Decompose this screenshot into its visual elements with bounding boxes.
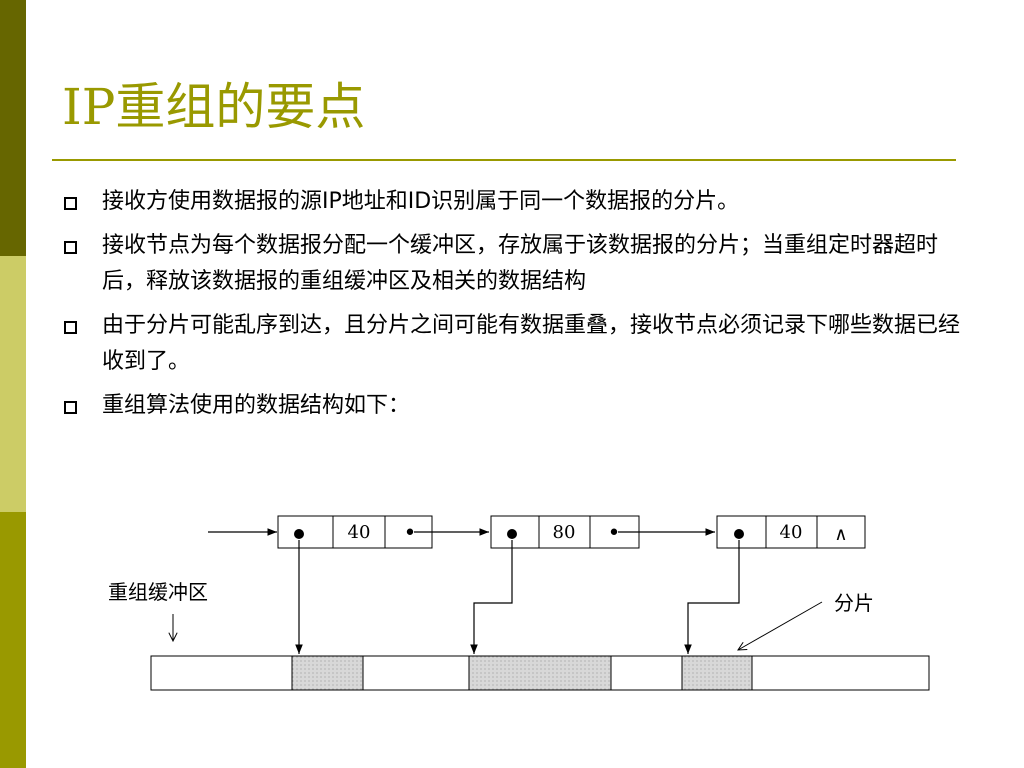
- bullet-text: 由于分片可能乱序到达，且分片之间可能有数据重叠，接收节点必须记录下哪些数据已经收…: [102, 313, 961, 374]
- bullet-item: 接收方使用数据报的源IP地址和ID识别属于同一个数据报的分片。: [62, 184, 962, 220]
- fragment-pointer-arrow: [470, 540, 513, 654]
- fragment-pointer-arrow: [684, 540, 740, 654]
- bullet-square-icon: [64, 321, 77, 334]
- buffer-fragment: [468, 655, 612, 691]
- bullet-text: 接收方使用数据报的源IP地址和ID识别属于同一个数据报的分片。: [102, 189, 740, 214]
- data-pointer-dot: [507, 529, 517, 539]
- node-value: 40: [348, 522, 371, 543]
- reassembly-buffer: [150, 655, 930, 691]
- side-bar-middle: [0, 256, 26, 512]
- fragment-label-arrow: [738, 601, 823, 650]
- bullet-square-icon: [64, 197, 77, 210]
- bullet-item: 重组算法使用的数据结构如下：: [62, 388, 962, 424]
- list-node: 40 ∧: [716, 515, 866, 549]
- null-pointer-symbol: ∧: [834, 524, 847, 545]
- bullet-item: 由于分片可能乱序到达，且分片之间可能有数据重叠，接收节点必须记录下哪些数据已经收…: [62, 308, 962, 380]
- list-node: 80 •: [490, 515, 640, 549]
- buffer-fragment: [291, 655, 364, 691]
- list-node: 40 •: [277, 515, 433, 549]
- node-value: 40: [780, 522, 803, 543]
- bullet-square-icon: [64, 401, 77, 414]
- buffer-label: 重组缓冲区: [108, 580, 208, 604]
- next-pointer-dot: •: [608, 521, 621, 546]
- node-value: 80: [553, 522, 576, 543]
- bullet-text: 重组算法使用的数据结构如下：: [102, 393, 411, 418]
- slide-title: IP重组的要点: [62, 78, 366, 136]
- bullet-list: 接收方使用数据报的源IP地址和ID识别属于同一个数据报的分片。 接收节点为每个数…: [62, 184, 962, 432]
- next-pointer-dot: •: [404, 521, 417, 546]
- fragment-label: 分片: [834, 591, 874, 615]
- bullet-item: 接收节点为每个数据报分配一个缓冲区，存放属于该数据报的分片；当重组定时器超时后，…: [62, 228, 962, 300]
- data-pointer-dot: [294, 529, 304, 539]
- side-bar-top: [0, 0, 26, 256]
- data-pointer-dot: [734, 529, 744, 539]
- bullet-text: 接收节点为每个数据报分配一个缓冲区，存放属于该数据报的分片；当重组定时器超时后，…: [102, 233, 939, 294]
- title-underline: [52, 159, 956, 161]
- side-bar-bottom: [0, 512, 26, 768]
- bullet-square-icon: [64, 241, 77, 254]
- buffer-fragment: [681, 655, 753, 691]
